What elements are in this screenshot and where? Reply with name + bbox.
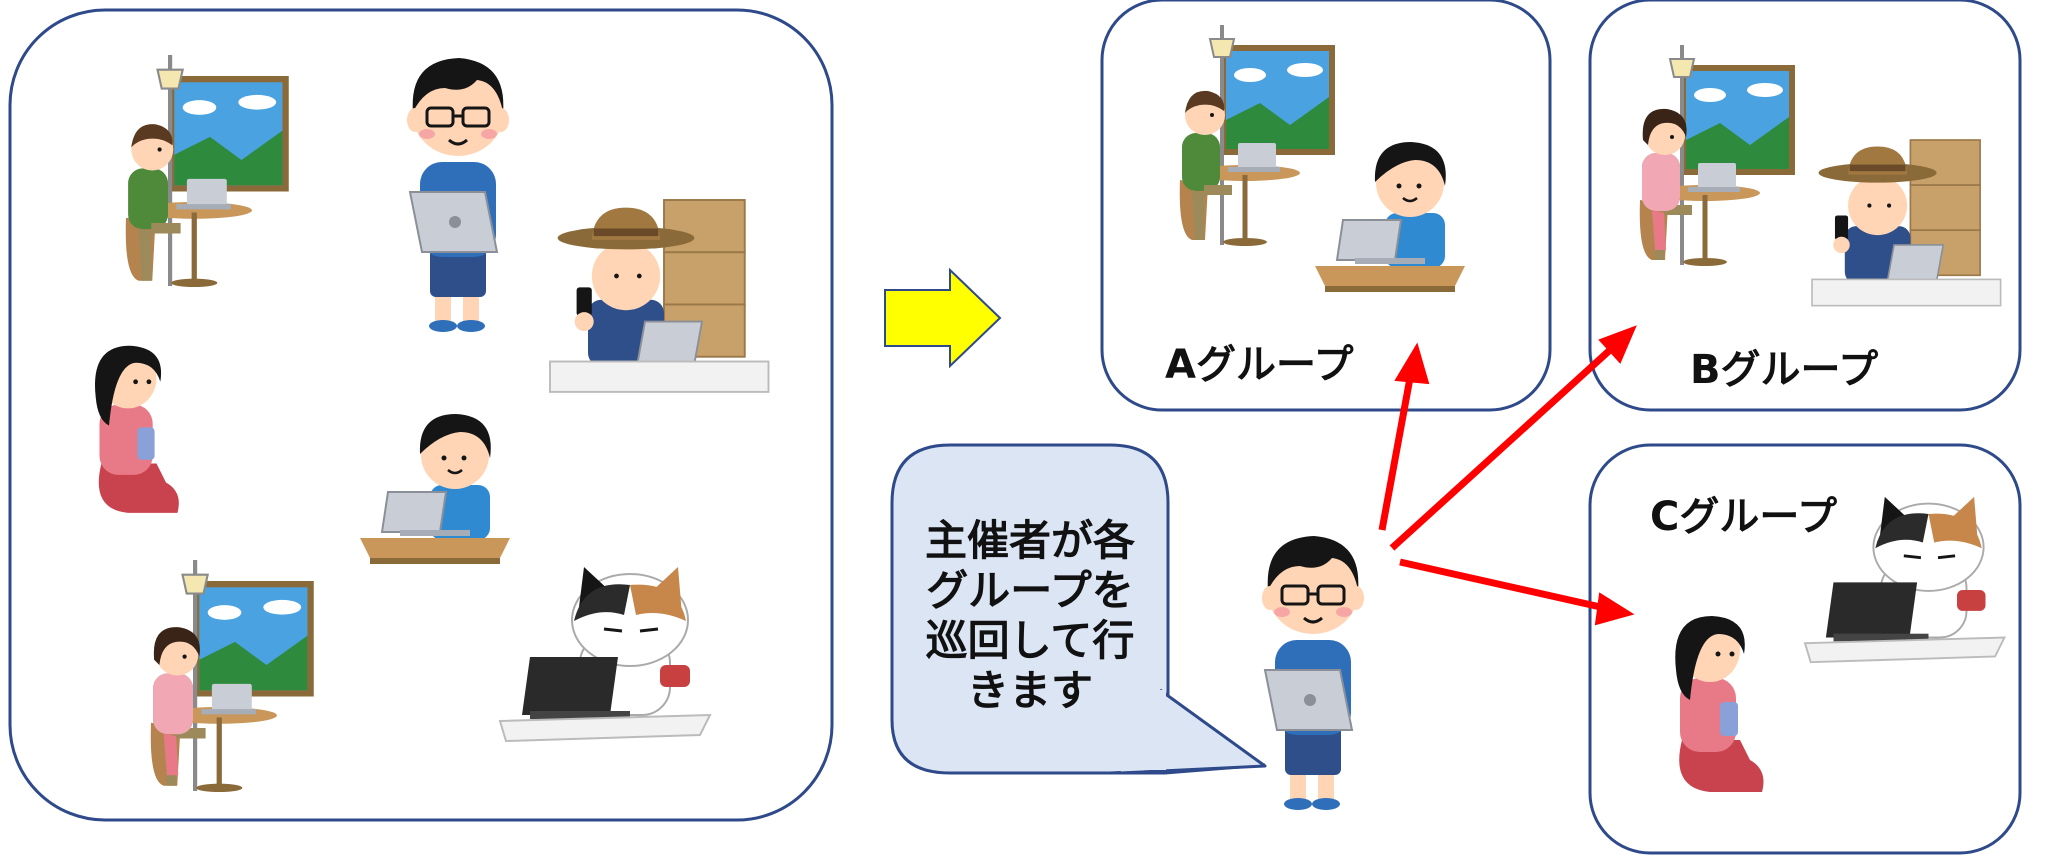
arrow-to-group-b [1389,347,1613,551]
bubble-line-2: グループを [926,566,1133,615]
arrow-to-group-b-head [1598,325,1637,364]
organizer [1260,534,1366,812]
right-arrow-icon [884,267,1002,369]
bubble-line-3: 巡回して行 [926,616,1135,665]
arrow-to-group-c [1399,558,1606,612]
arrow-to-group-a [1378,377,1414,531]
group-a-label: Aグループ [1165,342,1354,388]
arrow-to-group-c-head [1594,592,1635,626]
bubble-line-4: きます [967,666,1093,715]
pointer-arrows [1378,325,1637,626]
bubble-line-1: 主催者が各 [925,516,1136,565]
arrow-to-group-a-head [1394,342,1430,385]
group-c-label: Cグループ [1650,494,1837,540]
group-b-label: Bグループ [1690,347,1878,393]
